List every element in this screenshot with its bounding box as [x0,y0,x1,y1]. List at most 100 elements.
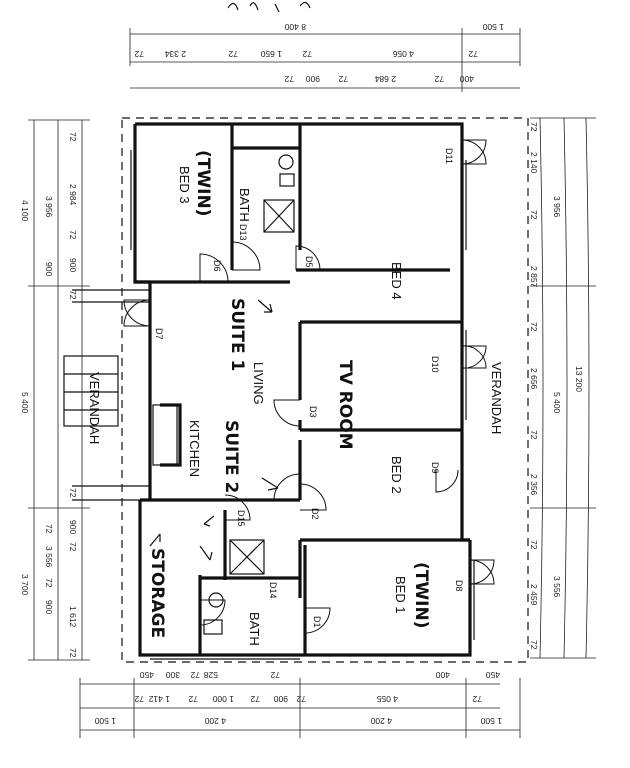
door-label-d8: D8 [454,580,464,592]
right-dimensions [530,117,596,659]
room-verandah-right: VERANDAH [489,362,504,434]
dim-bottom-r2-b: 1 412 [148,694,170,704]
dim-left-inner-d: 900 [68,258,78,272]
room-bath-upper: BATH [237,188,252,222]
dim-right-inner-d: 2 857 [529,266,539,288]
dim-top-row2-d: 1 650 [260,49,282,59]
bath-fixtures [203,154,295,635]
dim-bottom-r2-f: 900 [274,694,288,704]
dim-top-row2-b: 4 056 [392,49,414,59]
dim-bottom-r1-f: 528 [204,670,218,680]
dim-bottom-r2-d: 1 000 [212,694,234,704]
dim-bottom-r2-a: 72 [134,694,144,704]
shower-upper [263,199,295,233]
dim-left-mid-c: 72 [44,524,54,534]
dim-top-row2-g: 72 [134,49,144,59]
room-living: LIVING [251,362,266,405]
room-kitchen: KITCHEN [187,420,202,477]
door-label-d9: D9 [430,462,440,474]
dim-right-inner-i: 72 [529,540,539,550]
dim-left-inner-g: 1 612 [68,606,78,628]
dim-bottom-r1-g: 72 [270,670,280,680]
handwritten-arrows [149,299,279,561]
dim-bottom-r1-c: 450 [486,670,500,680]
bottom-dimensions [79,678,521,738]
dim-top-row3-b: 72 [434,74,444,84]
dim-bottom-r2-c: 72 [188,694,198,704]
room-suite2: SUITE 2 [221,420,241,493]
dim-right-inner-e: 72 [529,322,539,332]
dim-bottom-r3-c: 4 200 [370,716,392,726]
dim-right-mid-a: 3 956 [552,196,562,218]
dim-top-row2-e: 72 [228,49,238,59]
dim-top-row3-f: 72 [284,74,294,84]
dim-bottom-r2-h: 4 055 [376,694,398,704]
dim-top-1500: 1 500 [482,22,504,32]
door-label-d11: D11 [444,148,454,164]
dim-right-inner-c: 72 [529,210,539,220]
dim-left-3700: 3 700 [20,574,30,596]
verandah-outline [121,117,529,663]
dim-right-inner-g: 72 [529,430,539,440]
dim-bottom-r2-e: 72 [250,694,260,704]
kitchen-bench [152,404,178,466]
dim-left-5400: 5 400 [20,392,30,414]
verandah-left-steps [63,289,150,501]
dim-bottom-r1-e: 72 [190,670,200,680]
dim-top-row3-c: 2 684 [374,74,396,84]
door-label-d2: D2 [310,508,320,520]
dim-right-mid-b: 5 400 [552,392,562,414]
dim-bottom-r3-d: 1 500 [480,716,502,726]
door-swings [123,139,495,634]
dim-bottom-r1-d: 300 [166,670,180,680]
room-bed4: BED 4 [389,262,404,300]
door-label-d15: D15 [236,510,246,527]
door-label-d6: D6 [212,260,222,272]
door-label-d5: D5 [304,256,314,268]
left-dimensions [28,119,90,661]
dim-right-mid-c: 3 556 [552,576,562,598]
dim-top-8400: 8 400 [284,22,306,32]
dim-right-inner-k: 72 [529,640,539,650]
dim-top-row2-f: 2 334 [164,49,186,59]
dim-right-inner-f: 2 656 [529,368,539,390]
dim-top-row3-d: 72 [338,74,348,84]
dim-left-inner-a: 72 [68,132,78,142]
dim-left-mid-d: 3 556 [44,546,54,568]
door-label-d1: D1 [312,616,322,628]
room-bed3-note: (TWIN) [193,150,213,216]
dim-left-inner-c: 72 [68,230,78,240]
dim-left-mid-b: 900 [44,262,54,276]
room-suite1: SUITE 1 [227,298,247,371]
shower-lower [229,539,265,575]
windows [130,150,475,660]
dim-top-row3-e: 900 [306,74,320,84]
dim-left-inner-f: 72 [68,488,78,498]
dim-top-row2-c: 72 [302,49,312,59]
dim-top-row2-a: 72 [468,49,478,59]
dim-bottom-r2-i: 72 [472,694,482,704]
room-storage: STORAGE [147,548,167,638]
dim-left-mid-a: 3 956 [44,196,54,218]
door-label-d7: D7 [154,328,164,340]
dim-top-row3-a: 400 [460,74,474,84]
dim-left-mid-f: 900 [44,600,54,614]
room-bed3: BED 3 [177,166,192,204]
dim-bottom-r1-b: 400 [436,670,450,680]
dim-left-inner-i: 900 [68,520,78,534]
door-label-d10: D10 [430,356,440,373]
door-label-d3: D3 [308,406,318,418]
dim-right-13200: 13 200 [574,366,584,392]
room-bath-lower: BATH [247,612,262,646]
dim-left-inner-e: 72 [68,290,78,300]
door-label-d14: D14 [268,582,278,599]
dim-bottom-r3-b: 4 200 [204,716,226,726]
dim-left-inner-h: 72 [68,648,78,658]
room-bed1-note: (TWIN) [411,562,431,628]
dim-left-4100: 4 100 [20,200,30,222]
room-tv: TV ROOM [335,360,355,450]
handwriting-scribble [227,1,311,13]
top-dimensions [129,28,521,92]
door-label-d13: D13 [238,224,248,241]
